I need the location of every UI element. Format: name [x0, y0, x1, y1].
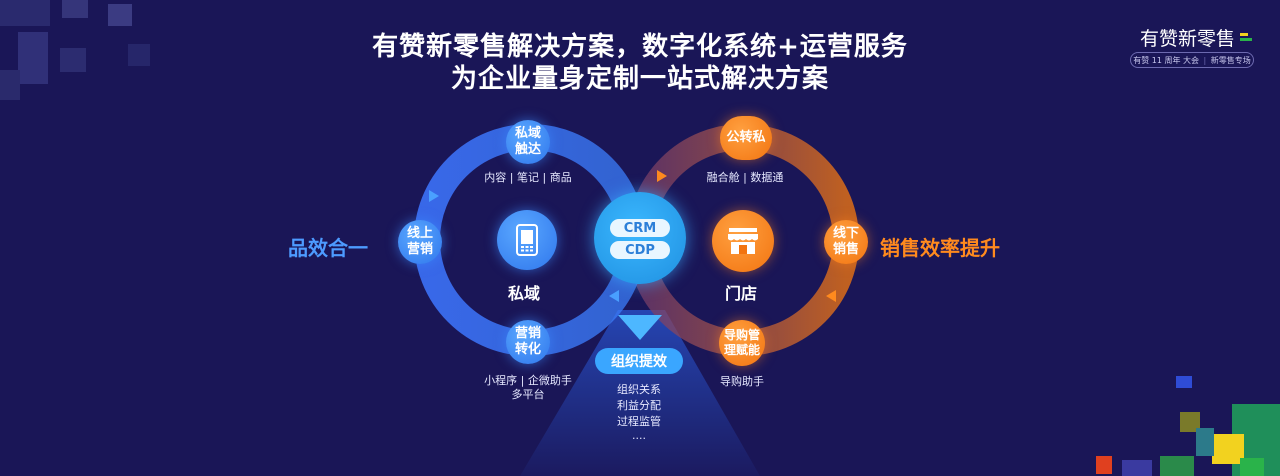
- arrow-right-icon: [657, 170, 667, 182]
- deco-square: [62, 0, 88, 18]
- right-loop-label: 销售效率提升: [880, 236, 1000, 260]
- node-offline-sales: 线下 销售: [824, 220, 868, 264]
- deco-square: [1240, 458, 1264, 476]
- store-hub: [712, 210, 774, 272]
- deco-square: [1196, 428, 1214, 456]
- brand-logo: 有赞新零售: [1140, 28, 1236, 50]
- org-efficiency-pill: 组织提效: [595, 348, 683, 374]
- brand-subtitle-left: 有赞 11 周年 大会: [1133, 55, 1200, 65]
- page-title-line1: 有赞新零售解决方案，数字化系统+运营服务: [372, 32, 908, 62]
- brand-subtitle-divider: |: [1203, 55, 1207, 65]
- deco-square: [18, 32, 48, 84]
- store-icon: [728, 228, 758, 254]
- node-marketing-conversion: 营销 转化: [506, 320, 550, 364]
- caption-conversion-1: 小程序 | 企微助手: [484, 374, 572, 387]
- deco-square: [60, 48, 86, 72]
- node-private-reach: 私域 触达: [506, 120, 550, 164]
- page-title-line2: 为企业量身定制一站式解决方案: [450, 64, 829, 94]
- phone-icon: [516, 224, 538, 256]
- left-loop-label: 品效合一: [288, 236, 368, 260]
- brand-logo-mark: [1240, 38, 1252, 41]
- cdp-pill: CDP: [610, 241, 670, 259]
- deco-square: [1212, 434, 1244, 464]
- deco-square: [0, 70, 20, 100]
- node-line2: 理赋能: [723, 343, 760, 357]
- deco-square: [1160, 456, 1194, 476]
- arrow-left-icon: [609, 290, 619, 302]
- org-item: 利益分配: [617, 399, 661, 412]
- caption-conversion-2: 多平台: [511, 388, 545, 401]
- org-item: 过程监管: [617, 415, 661, 428]
- org-item: ....: [632, 429, 646, 442]
- node-line1: 线下: [832, 225, 859, 241]
- crm-pill: CRM: [610, 219, 670, 237]
- caption-private-reach: 内容 | 笔记 | 商品: [484, 171, 572, 184]
- node-public-to-private: 公转私: [720, 116, 772, 160]
- node-line2: 触达: [514, 142, 541, 157]
- deco-square: [128, 44, 150, 66]
- deco-square: [1176, 376, 1192, 388]
- private-domain-label: 私域: [508, 284, 541, 303]
- node-line2: 转化: [514, 342, 541, 357]
- brand-logo-mark: [1240, 33, 1248, 36]
- node-line1: 线上: [406, 225, 433, 241]
- arrow-right-icon: [429, 190, 439, 202]
- store-label: 门店: [725, 284, 758, 303]
- node-guide-empowerment: 导购管 理赋能: [719, 320, 765, 366]
- node-line2: 销售: [832, 242, 859, 257]
- crm-cdp-hub: [594, 192, 686, 284]
- deco-square: [108, 4, 132, 26]
- node-line1: 营销: [514, 325, 541, 341]
- triangle-down: [618, 315, 662, 340]
- deco-square: [1180, 412, 1200, 432]
- deco-square: [1122, 460, 1152, 476]
- deco-square: [0, 0, 50, 26]
- node-line1: 公转私: [726, 129, 766, 145]
- node-line1: 导购管: [723, 328, 760, 342]
- brand-subtitle: 有赞 11 周年 大会 | 新零售专场: [1130, 52, 1254, 68]
- org-item: 组织关系: [617, 383, 661, 396]
- node-line1: 私域: [514, 125, 541, 141]
- caption-public-to-private: 融合舱 | 数据通: [706, 171, 784, 184]
- brand-subtitle-right: 新零售专场: [1210, 55, 1251, 65]
- private-domain-hub: [497, 210, 557, 270]
- deco-square: [1096, 456, 1112, 474]
- caption-guide-assistant: 导购助手: [720, 375, 764, 388]
- node-online-marketing: 线上 营销: [398, 220, 442, 264]
- arrow-left-icon: [826, 290, 836, 302]
- light-beam: [520, 310, 760, 476]
- node-line2: 营销: [406, 242, 433, 257]
